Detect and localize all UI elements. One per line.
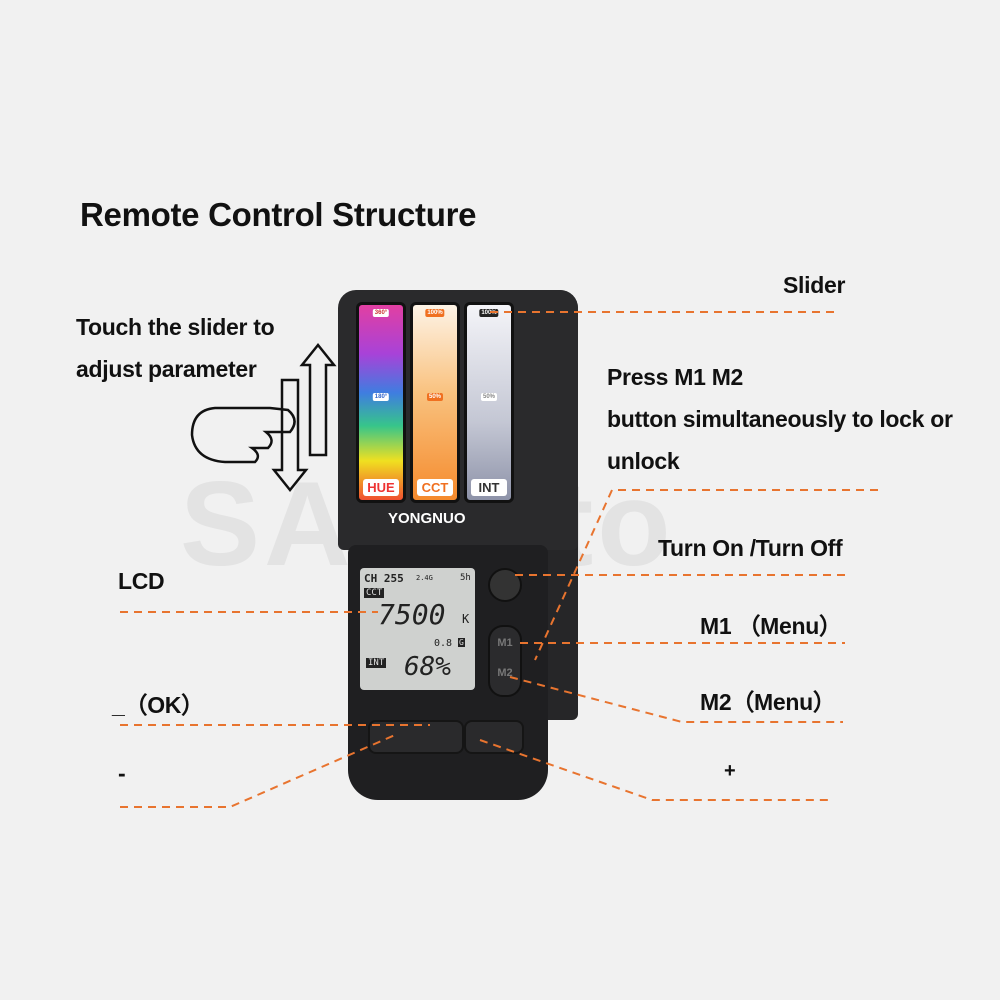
cct-slider[interactable]: 100% 50% CCT xyxy=(410,302,460,503)
m1-callout: M1 （Menu） xyxy=(700,613,842,639)
cct-top-tick-label: 100% xyxy=(425,309,445,317)
touch-callout-line2: adjust parameter xyxy=(76,356,257,382)
hand-swipe-icon xyxy=(190,342,337,493)
hue-slider[interactable]: 360° 180° HUE xyxy=(356,302,406,503)
minus-callout: - xyxy=(118,760,126,786)
lcd-mode: CCT xyxy=(364,588,385,598)
power-button[interactable] xyxy=(488,568,522,602)
touch-callout-line1: Touch the slider to xyxy=(76,314,275,340)
remote-control: 360° 180° HUE 100% 50% CCT 100% 50% INT … xyxy=(338,290,578,805)
int-slider[interactable]: 100% 50% INT xyxy=(464,302,514,503)
hue-top-tick-label: 360° xyxy=(372,309,390,317)
lcd-gm: 0.8 xyxy=(434,638,453,649)
page-title: Remote Control Structure xyxy=(80,196,477,233)
m2-button[interactable]: M2 xyxy=(497,667,513,679)
m1-button[interactable]: M1 xyxy=(497,637,513,649)
lcd-gm-tag: G xyxy=(458,638,465,647)
power-callout: Turn On /Turn Off xyxy=(658,535,843,561)
slider-callout: Slider xyxy=(783,272,846,298)
m-buttons: M1 M2 xyxy=(488,625,522,697)
lcd-time: 5h xyxy=(460,573,471,583)
int-mid-tick-label: 50% xyxy=(480,393,498,401)
lock-callout-line1: Press M1 M2 xyxy=(607,364,744,390)
plus-button[interactable] xyxy=(464,720,524,754)
ok-callout: _（OK） xyxy=(112,692,204,718)
hue-mid-tick-label: 180° xyxy=(372,393,390,401)
plus-callout: + xyxy=(724,760,736,782)
m2-callout: M2（Menu） xyxy=(700,689,836,715)
int-top-tick-label: 100% xyxy=(479,309,499,317)
lcd-channel: CH 255 xyxy=(364,572,404,585)
lcd-cct: 7500 xyxy=(378,598,446,631)
lcd-callout: LCD xyxy=(118,568,165,594)
lock-callout-line2: button simultaneously to lock or xyxy=(607,406,953,432)
hue-slider-label: HUE xyxy=(363,479,399,496)
lock-callout-line3: unlock xyxy=(607,448,680,474)
int-slider-label: INT xyxy=(471,479,507,496)
cct-slider-label: CCT xyxy=(417,479,453,496)
lcd-band: 2.4G xyxy=(416,574,433,582)
cct-mid-tick-label: 50% xyxy=(426,393,444,401)
lcd-unit: K xyxy=(462,612,470,626)
lcd-intensity: 68% xyxy=(404,652,451,682)
lcd-screen: CH 255 2.4G 5h CCT 7500 K 0.8 G INT 68% xyxy=(360,568,475,690)
lcd-int-tag: INT xyxy=(366,658,387,668)
brand-logo: YONGNUO xyxy=(388,510,466,527)
